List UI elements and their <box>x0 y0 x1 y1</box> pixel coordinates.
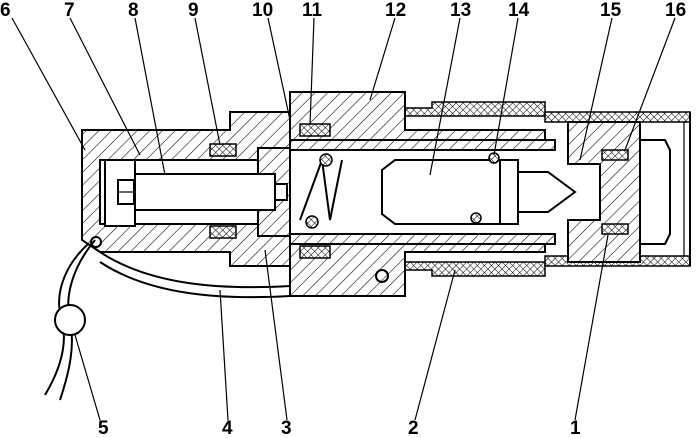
firing-pin <box>104 159 288 227</box>
label-6: 6 <box>0 0 11 21</box>
inner-barrel <box>257 139 556 245</box>
label-9: 9 <box>188 0 199 21</box>
label-11: 11 <box>302 0 323 21</box>
label-16: 16 <box>665 0 686 21</box>
label-10: 10 <box>252 0 273 21</box>
label-7: 7 <box>64 0 75 21</box>
seals <box>209 123 389 283</box>
leader-lines <box>11 17 676 421</box>
label-3: 3 <box>281 418 292 438</box>
label-13: 13 <box>450 0 471 21</box>
label-1: 1 <box>570 418 581 438</box>
label-2: 2 <box>408 418 419 438</box>
right-body <box>567 121 671 263</box>
label-12: 12 <box>385 0 406 21</box>
spring <box>299 153 343 229</box>
label-8: 8 <box>128 0 139 21</box>
label-15: 15 <box>600 0 622 21</box>
label-5: 5 <box>98 418 109 438</box>
label-4: 4 <box>222 418 233 438</box>
label-14: 14 <box>508 0 530 21</box>
lanyard <box>44 236 291 401</box>
striker <box>381 152 577 225</box>
